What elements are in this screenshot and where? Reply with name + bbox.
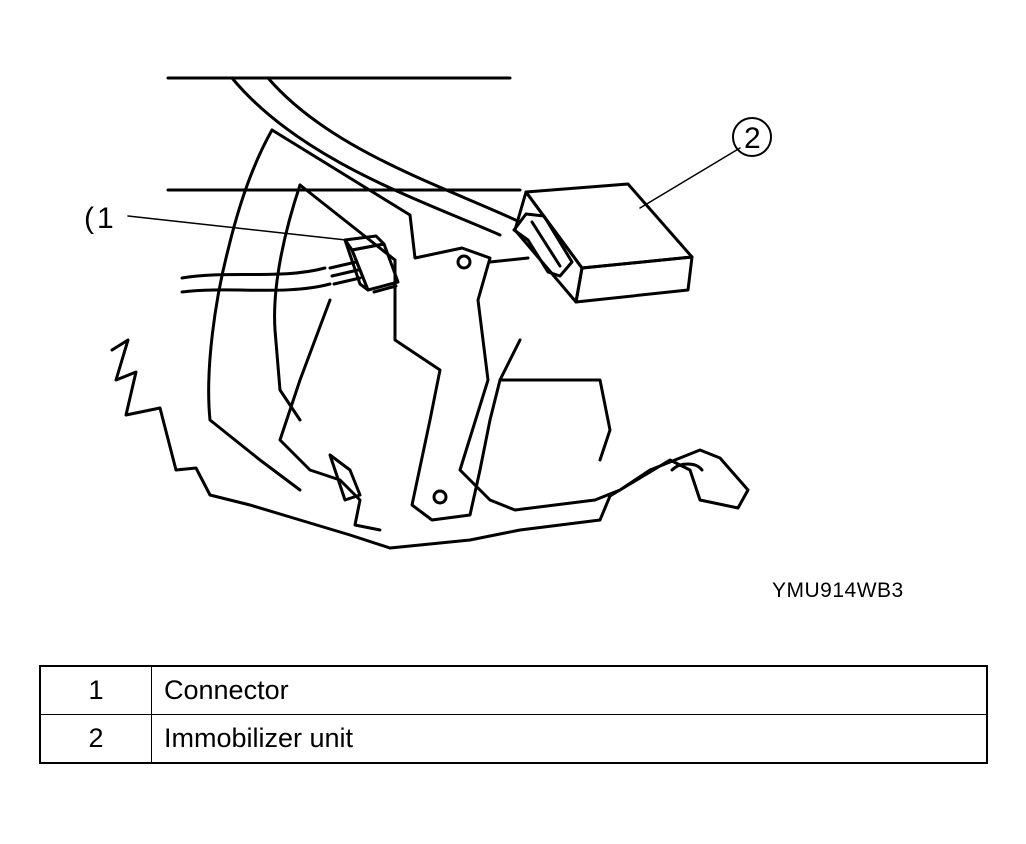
callout-2-number: 2: [744, 122, 761, 155]
callout-2-circle: [732, 117, 772, 157]
mounting-bracket: [207, 128, 750, 550]
callout-1-number: 1: [97, 202, 114, 235]
legend-description: Immobilizer unit: [151, 714, 988, 764]
legend-number: 1: [39, 665, 152, 715]
connector-drawing: [328, 234, 400, 294]
legend-table: 1 Connector 2 Immobilizer unit: [39, 665, 988, 764]
dashboard-panel-outline: [110, 76, 522, 550]
legend-row: 2 Immobilizer unit: [39, 714, 988, 764]
legend-description: Connector: [151, 665, 988, 715]
callout-1-paren-open: (: [84, 202, 94, 235]
wire-harness: [180, 76, 522, 294]
legend-row: 1 Connector: [39, 665, 988, 715]
figure-code: YMU914WB3: [772, 579, 904, 602]
callout-1-leader: [127, 215, 347, 241]
legend-number: 2: [39, 714, 152, 764]
callout-2-leader: [639, 147, 741, 209]
immobilizer-location-illustration: ( 1 2: [84, 76, 772, 550]
immobilizer-unit-drawing: [488, 182, 694, 304]
